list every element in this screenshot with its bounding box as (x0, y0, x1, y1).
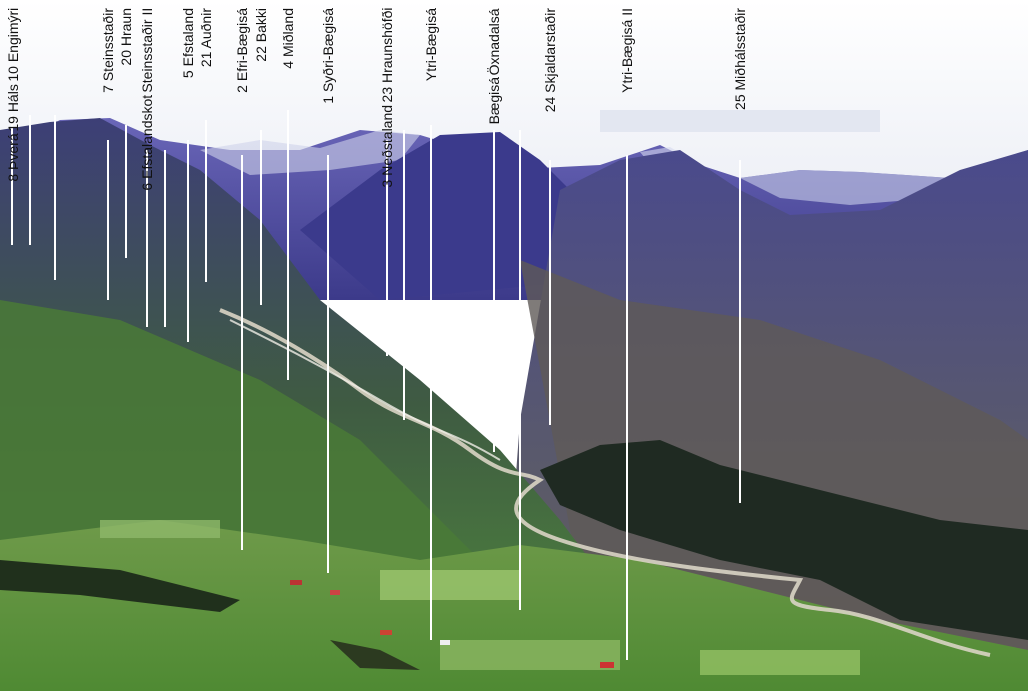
label-line: 10 Engimýri (5, 8, 21, 82)
label-ytri-baegisa-ii: Ytri-Bægisá II (619, 8, 635, 93)
label-line: 8 Þverá (5, 133, 21, 182)
label-6-efstalandskot: 6 Efstalandskot Steinsstaðir II (139, 8, 155, 191)
label-line: 6 Efstalandskot (139, 94, 155, 191)
label-22-bakki: 22 Bakki (253, 8, 269, 62)
label-line: 22 Bakki (253, 8, 269, 62)
label-line: Steinsstaðir II (139, 8, 155, 93)
label-line: Bægisá (486, 76, 502, 125)
label-line: 19 Háls (5, 83, 21, 132)
label-3-nedstaland: 3 Neðstaland 23 Hraunshöfði (379, 8, 395, 188)
label-ytri-baegisa: Ytri-Bægisá (423, 8, 439, 82)
label-2-efri-baegisa: 2 Efri-Bægisá (234, 8, 250, 93)
label-4-midland: 4 Miðland (280, 8, 296, 69)
label-20-hraun: 20 Hraun (118, 8, 134, 66)
label-line: 5 Efstaland (180, 8, 196, 79)
label-line: 24 Skjaldarstaðir (542, 8, 558, 113)
label-line: Ytri-Bægisá II (619, 8, 635, 93)
label-24-skjaldarstadir: 24 Skjaldarstaðir (542, 8, 558, 113)
label-line: Öxnadalsá (486, 8, 502, 75)
label-8-bvera: 8 Þverá 19 Háls 10 Engimýri (5, 8, 21, 182)
label-7-steinsstadir: 7 Steinsstaðir (100, 8, 116, 93)
label-line: 2 Efri-Bægisá (234, 8, 250, 93)
label-line: 1 Syðri-Bægisá (320, 8, 336, 104)
label-line: 25 Miðhálsstaðir (732, 8, 748, 110)
label-25-midhalsstadir: 25 Miðhálsstaðir (732, 8, 748, 110)
label-1-sydri-baegisa: 1 Syðri-Bægisá (320, 8, 336, 104)
label-baegisa: Bægisá Öxnadalsá (486, 8, 502, 125)
label-line: 4 Miðland (280, 8, 296, 69)
label-line: 3 Neðstaland (379, 104, 395, 188)
label-5-efstaland: 5 Efstaland (180, 8, 196, 79)
label-line: 20 Hraun (118, 8, 134, 66)
label-21-audnir: 21 Auðnir (198, 8, 214, 68)
label-line: 7 Steinsstaðir (100, 8, 116, 93)
label-line: 23 Hraunshöfði (379, 8, 395, 103)
label-line: Ytri-Bægisá (423, 8, 439, 82)
label-line: 21 Auðnir (198, 8, 214, 68)
